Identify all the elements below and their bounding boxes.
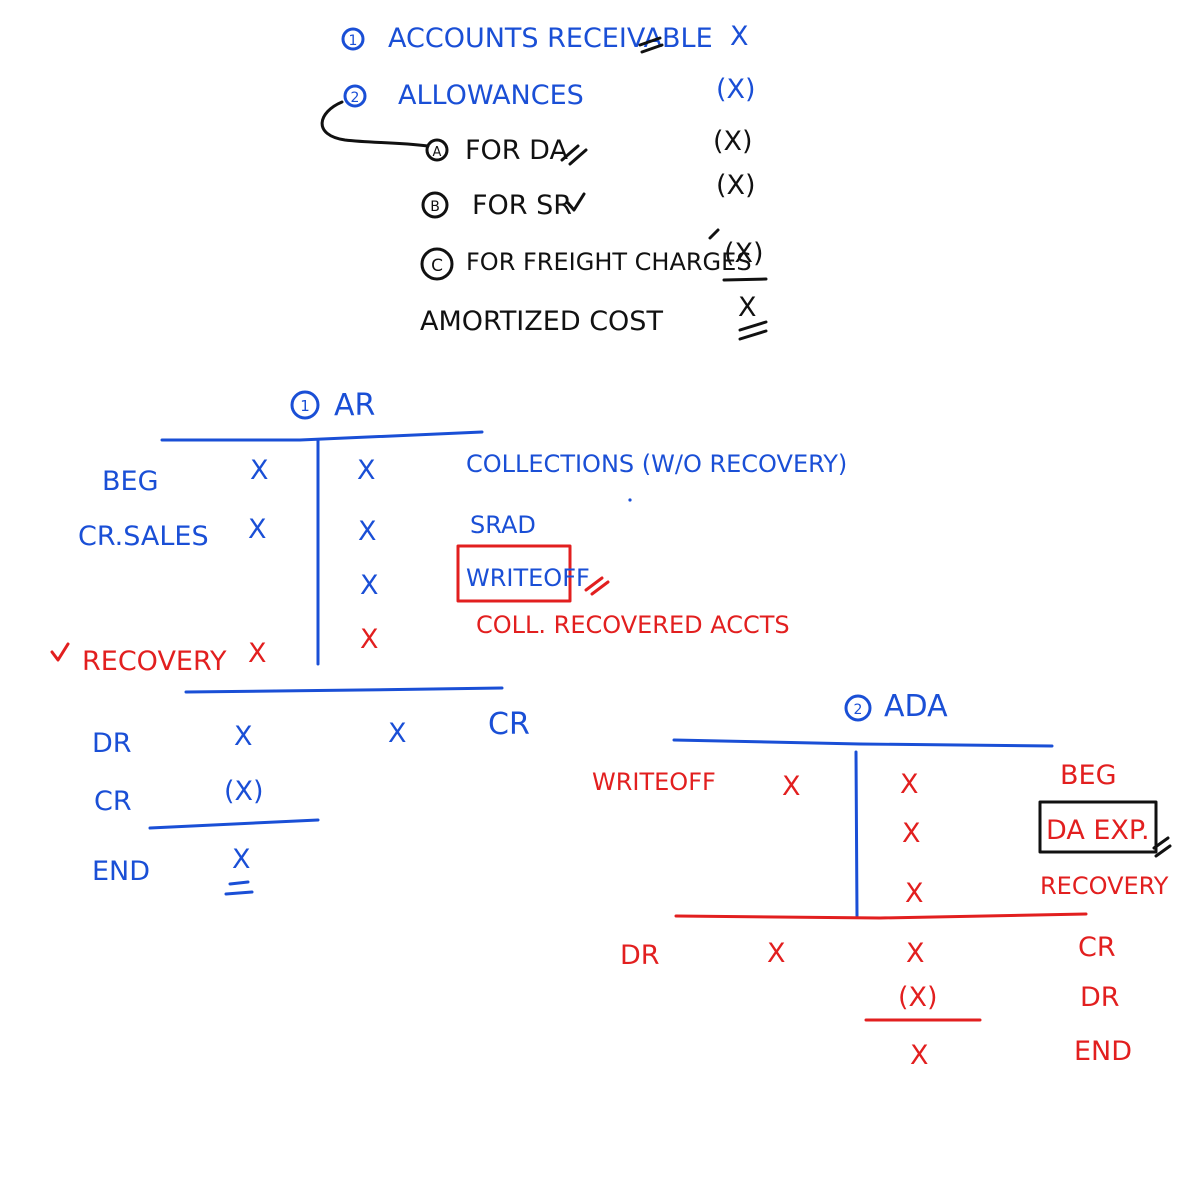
amortized-value: X [738, 292, 757, 323]
ar-title: AR [334, 388, 375, 423]
item1-double-tick [638, 36, 664, 54]
subA-double-tick [560, 144, 588, 166]
ar-title-number: 1 [300, 397, 310, 415]
ar-left-label-crsales: CR.SALES [78, 521, 209, 552]
item1-circle [341, 27, 365, 51]
ada-dr-value: (X) [898, 982, 938, 1013]
ada-dr-label: DR [1080, 982, 1120, 1013]
item1-number: 1 [349, 33, 358, 49]
ar-right-label-srad: SRAD [470, 511, 536, 539]
ada-title-circle [844, 694, 872, 722]
subB-value: (X) [716, 170, 756, 201]
ada-totals-dr-label: DR [620, 940, 660, 971]
amortized-double-underline [738, 320, 768, 341]
amortized-label: AMORTIZED COST [420, 306, 663, 337]
t-account-ada: 2 ADA WRITEOFF X X BEG X DA EXP. X RECOV… [592, 689, 1172, 1071]
ar-totals-cr-label: CR [488, 707, 530, 742]
subC-label: FOR FREIGHT CHARGES [466, 248, 752, 276]
subtotal-line [722, 277, 768, 282]
subB-circle [421, 191, 449, 219]
ar-right-value-collections: X [357, 455, 376, 486]
ada-right-label-daexp: DA EXP. [1046, 815, 1150, 846]
t-account-ar: 1 AR BEG X CR.SALES X X COLLECTIONS (W/O… [50, 388, 847, 896]
ar-right-label-collections: COLLECTIONS (W/O RECOVERY) [466, 450, 847, 478]
ar-recovery-check-icon [50, 642, 70, 662]
bracket-curve [320, 100, 430, 148]
ar-left-value-beg: X [250, 455, 269, 486]
ar-recovery-right-value: X [360, 624, 379, 655]
ar-end-line [148, 818, 320, 830]
ar-writeoff-double-tick [584, 576, 610, 596]
ar-writeoff-box [456, 544, 572, 603]
ada-right-value-daexp: X [902, 818, 921, 849]
ada-daexp-double-tick [1152, 836, 1172, 858]
subA-label: FOR DA [465, 135, 568, 166]
ar-stray-dot [628, 498, 632, 502]
ada-right-label-recovery: RECOVERY [1040, 872, 1169, 900]
ada-left-label-writeoff: WRITEOFF [592, 768, 716, 796]
ar-right-value-writeoff: X [360, 570, 379, 601]
ar-end-double-underline [224, 880, 254, 896]
subC-circle [420, 247, 454, 281]
ada-t-horizontal [672, 738, 1054, 748]
item1-value: X [730, 21, 749, 52]
subC-mark: C [431, 256, 443, 276]
subA-value: (X) [713, 126, 753, 157]
subC-tick [708, 228, 720, 240]
subB-label: FOR SR [472, 190, 572, 221]
ada-totals-dr-value: X [767, 938, 786, 969]
ada-totals-line [674, 912, 1088, 920]
ar-recovery-right-label: COLL. RECOVERED ACCTS [476, 611, 790, 639]
ada-right-value-recovery: X [905, 878, 924, 909]
ar-right-value-srad: X [358, 516, 377, 547]
ar-totals-dr-label: DR [92, 728, 132, 759]
ar-recovery-left-value: X [248, 638, 267, 669]
ar-left-label-beg: BEG [102, 466, 159, 497]
ada-end-value: X [910, 1040, 929, 1071]
ar-totals-cr-value: X [388, 718, 407, 749]
ar-cr-value: (X) [224, 776, 264, 807]
subA-circle [425, 138, 449, 162]
ada-t-vertical [854, 750, 859, 918]
item1-label: ACCOUNTS RECEIVABLE [388, 23, 713, 54]
ada-title: ADA [884, 689, 948, 724]
ada-title-number: 2 [854, 702, 863, 718]
ada-totals-right-value: X [906, 938, 925, 969]
subA-mark: A [433, 145, 442, 160]
ada-daexp-box [1038, 800, 1158, 854]
ar-totals-line [184, 686, 504, 694]
ar-totals-dr-value: X [234, 721, 253, 752]
ar-cr-label: CR [94, 786, 132, 817]
ar-right-label-writeoff: WRITEOFF [466, 564, 590, 592]
ada-right-label-beg: BEG [1060, 760, 1117, 791]
ar-end-label: END [92, 856, 150, 887]
subB-mark: B [430, 199, 440, 215]
subC-value: (X) [724, 238, 764, 269]
item2-value: (X) [716, 74, 756, 105]
item2-label: ALLOWANCES [398, 80, 584, 111]
ar-end-value: X [232, 844, 251, 875]
ada-end-label: END [1074, 1036, 1132, 1067]
ada-left-value-writeoff: X [782, 771, 801, 802]
ar-title-circle [290, 390, 320, 420]
item2-number: 2 [351, 90, 360, 106]
subB-check-icon [566, 192, 586, 212]
ada-cr-label: CR [1078, 932, 1116, 963]
ar-t-horizontal [160, 430, 484, 442]
item2-circle [343, 84, 367, 108]
ar-left-value-crsales: X [248, 514, 267, 545]
ar-recovery-left-label: RECOVERY [82, 646, 227, 677]
ada-right-value-beg: X [900, 769, 919, 800]
summary-list: 1 ACCOUNTS RECEIVABLE X 2 ALLOWANCES (X)… [320, 21, 768, 341]
